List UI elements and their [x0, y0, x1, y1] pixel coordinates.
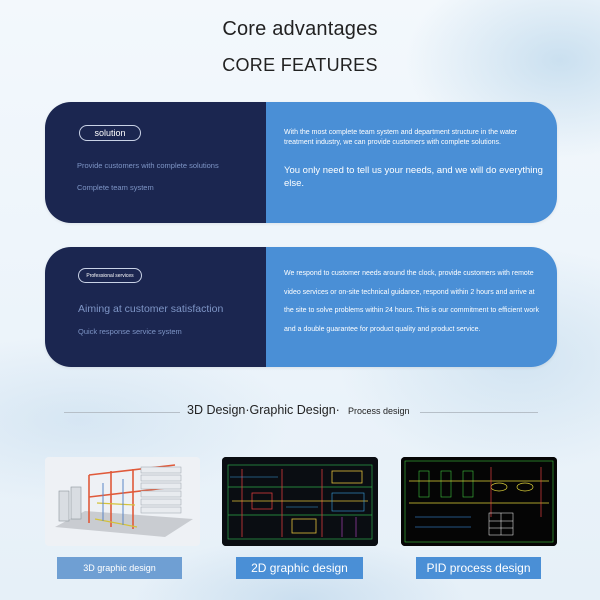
card-left-line: Provide customers with complete solution… — [77, 161, 219, 170]
pid-design-image[interactable] — [401, 457, 557, 546]
card-left-line: Aiming at customer satisfaction — [78, 303, 224, 315]
card-left-line: Complete team system — [77, 183, 154, 192]
card-description: With the most complete team system and d… — [284, 129, 518, 146]
feature-card-services: Professional services Aiming at customer… — [45, 247, 557, 367]
card-right-panel: We respond to customer needs around the … — [266, 247, 557, 367]
caption-pid-design[interactable]: PID process design — [416, 557, 541, 579]
2d-design-image[interactable] — [222, 457, 378, 546]
divider-subheading: Process design — [348, 406, 410, 416]
page-subtitle: CORE FEATURES — [222, 55, 378, 75]
card-description: We respond to customer needs around the … — [284, 270, 539, 333]
card-left-panel: solution Provide customers with complete… — [45, 102, 266, 223]
feature-card-solution: solution Provide customers with complete… — [45, 102, 557, 223]
card-left-panel: Professional services Aiming at customer… — [45, 247, 266, 367]
services-tag: Professional services — [78, 268, 142, 283]
caption-3d-design[interactable]: 3D graphic design — [57, 557, 182, 579]
divider-heading: 3D Design·Graphic Design· — [187, 403, 340, 417]
3d-design-image[interactable] — [45, 457, 200, 546]
card-left-line: Quick response service system — [78, 327, 182, 336]
card-emphasis: You only need to tell us your needs, and… — [284, 165, 543, 189]
solution-tag: solution — [79, 125, 141, 141]
card-right-panel: With the most complete team system and d… — [266, 102, 557, 223]
caption-2d-design[interactable]: 2D graphic design — [236, 557, 363, 579]
divider-line-right — [420, 412, 538, 413]
divider-line-left — [64, 412, 180, 413]
page-title: Core advantages — [222, 18, 378, 40]
section-divider: 3D Design·Graphic Design· Process design — [64, 402, 538, 422]
